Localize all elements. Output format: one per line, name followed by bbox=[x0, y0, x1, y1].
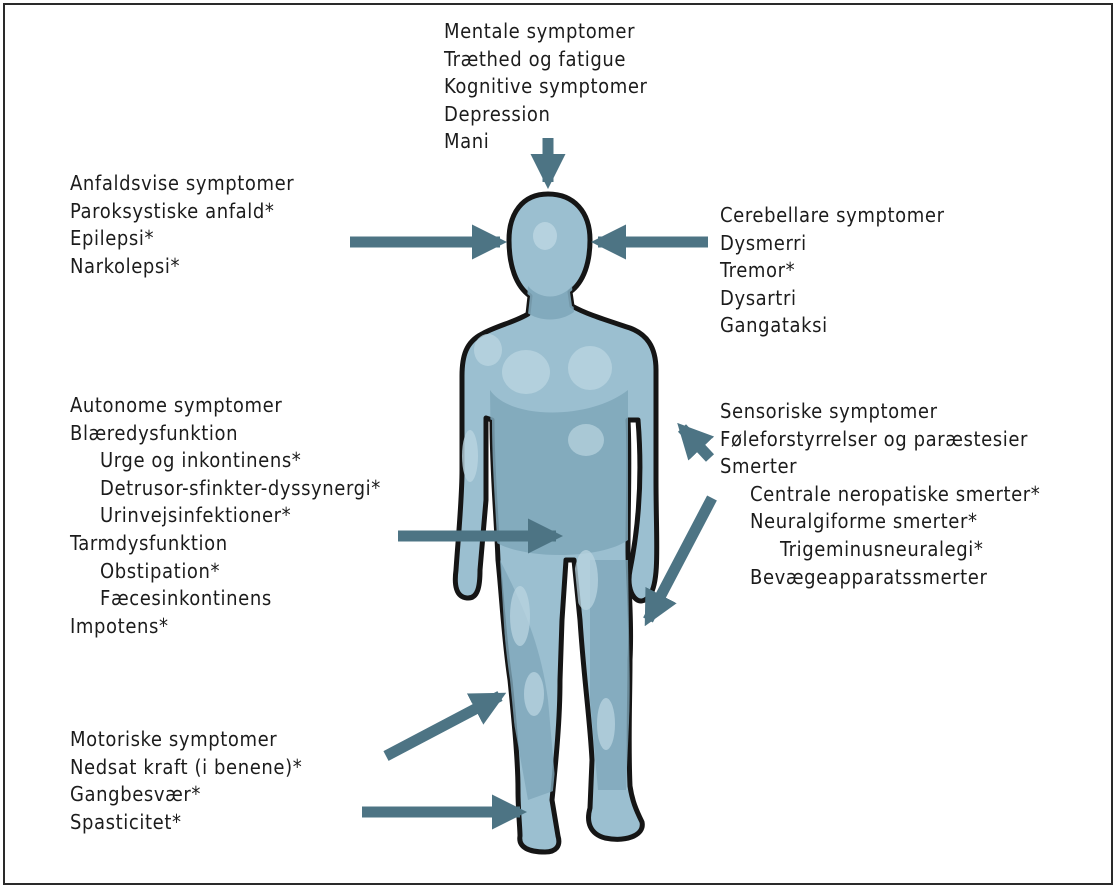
shin-highlight-right bbox=[597, 698, 615, 750]
group-title: Anfaldsvise symptomer bbox=[70, 171, 295, 195]
symptom-item: Detrusor-sfinkter-dyssynergi* bbox=[100, 475, 381, 500]
figure-frame bbox=[3, 3, 1113, 885]
symptom-item: Gangataksi bbox=[720, 313, 828, 338]
symptom-item: Narkolepsi* bbox=[70, 253, 181, 278]
sensory-symptoms: Sensoriske symptomer Føleforstyrrelser o… bbox=[720, 398, 1040, 591]
symptom-arrows bbox=[350, 138, 717, 830]
head-highlight bbox=[533, 222, 557, 250]
thigh-highlight-right bbox=[574, 550, 598, 610]
symptom-item: Kognitive symptomer bbox=[444, 74, 648, 99]
symptom-item: Dysartri bbox=[720, 285, 797, 310]
chest-highlight-right bbox=[568, 346, 612, 390]
symptom-item: Obstipation* bbox=[100, 558, 221, 583]
cerebellar-symptoms: Cerebellare symptomer Dysmerri Tremor* D… bbox=[720, 202, 945, 340]
symptom-item: Centrale neropatiske smerter* bbox=[750, 481, 1041, 506]
symptom-item: Urinvejsinfektioner* bbox=[100, 503, 292, 528]
shoulder-highlight bbox=[474, 334, 502, 366]
torso-shade bbox=[490, 390, 628, 555]
abdomen-highlight bbox=[568, 424, 604, 456]
symptom-item: Fæcesinkontinens bbox=[100, 586, 272, 611]
symptom-item: Impotens* bbox=[70, 613, 169, 638]
autonomic-symptoms: Autonome symptomer Blæredysfunktion Urge… bbox=[70, 392, 381, 640]
symptom-item: Nedsat kraft (i benene)* bbox=[70, 754, 303, 779]
paroxysmal-symptoms: Anfaldsvise symptomer Paroksystiske anfa… bbox=[70, 170, 294, 280]
symptom-item: Gangbesvær* bbox=[70, 782, 201, 807]
neck-shade bbox=[526, 286, 574, 320]
human-silhouette bbox=[452, 191, 660, 855]
symptom-subgroup: Blæredysfunktion bbox=[70, 420, 239, 445]
motor-symptoms: Motoriske symptomer Nedsat kraft (i bene… bbox=[70, 726, 302, 836]
group-title: Sensoriske symptomer bbox=[720, 399, 938, 423]
arrow-motor-upper bbox=[383, 691, 507, 761]
arrow-sensory-upper bbox=[677, 422, 715, 462]
symptom-item: Spasticitet* bbox=[70, 809, 182, 834]
body-shading bbox=[462, 222, 630, 800]
mental-symptoms: Mentale symptomer Træthed og fatigue Kog… bbox=[444, 18, 648, 156]
group-title: Autonome symptomer bbox=[70, 393, 283, 417]
group-title: Mentale symptomer bbox=[444, 19, 636, 43]
chest-highlight-left bbox=[502, 350, 550, 394]
symptom-item: Dysmerri bbox=[720, 230, 807, 255]
knee-highlight-left bbox=[524, 672, 544, 716]
symptom-item: Træthed og fatigue bbox=[444, 46, 627, 71]
symptom-subgroup: Smerter bbox=[720, 454, 798, 479]
symptom-item: Føleforstyrrelser og paræstesier bbox=[720, 426, 1029, 451]
forearm-highlight bbox=[462, 430, 478, 482]
symptom-item: Trigeminusneuralegi* bbox=[780, 536, 984, 561]
symptom-item: Depression bbox=[444, 101, 551, 126]
group-title: Motoriske symptomer bbox=[70, 727, 278, 751]
thigh-highlight-left bbox=[510, 586, 530, 646]
group-title: Cerebellare symptomer bbox=[720, 203, 945, 227]
symptom-item: Urge og inkontinens* bbox=[100, 448, 302, 473]
symptom-item: Mani bbox=[444, 129, 490, 154]
symptom-item: Tremor* bbox=[720, 258, 796, 283]
symptom-item: Neuralgiforme smerter* bbox=[750, 509, 978, 534]
symptom-item: Bevægeapparatssmerter bbox=[750, 564, 988, 589]
symptom-item: Paroksystiske anfald* bbox=[70, 198, 275, 223]
symptom-subgroup: Tarmdysfunktion bbox=[70, 530, 228, 555]
symptom-item: Epilepsi* bbox=[70, 226, 155, 251]
arrow-sensory-lower bbox=[643, 495, 717, 627]
